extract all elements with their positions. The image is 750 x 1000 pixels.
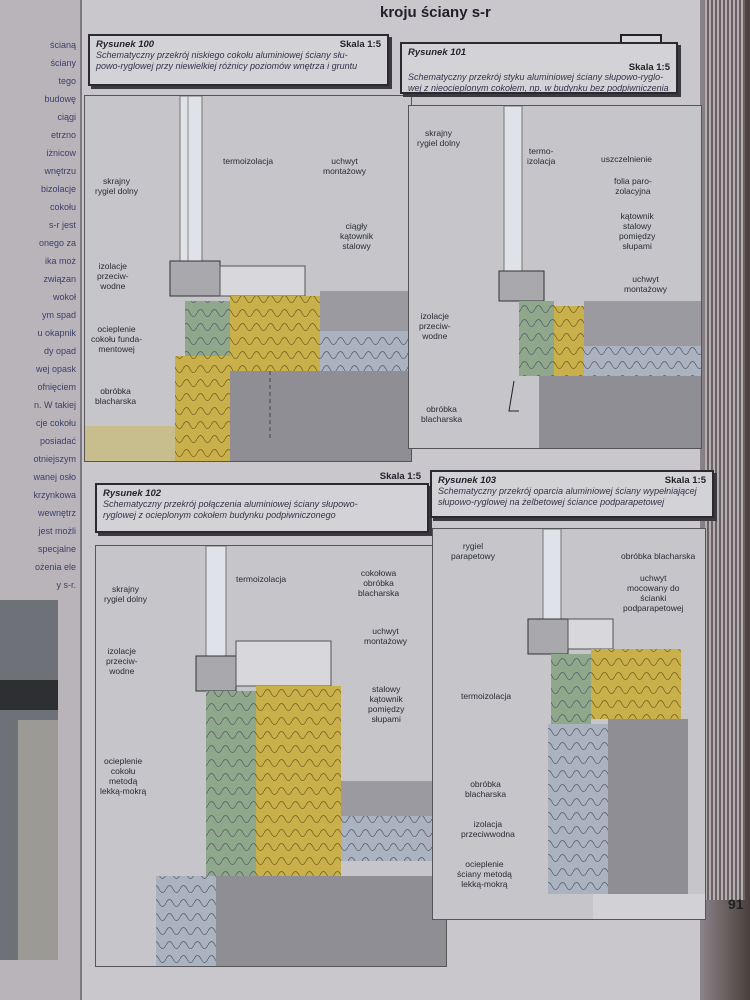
caption-r101: Rysunek 101 Skala 1:5 Schematyczny przek… <box>400 42 678 94</box>
label-izolacje: izolacje przeciw- wodne <box>97 261 129 291</box>
figure-number: Rysunek 102 <box>103 488 162 499</box>
figure-description: Schematyczny przekrój styku aluminiowej … <box>408 72 669 93</box>
left-text-line: ym spad <box>41 310 76 320</box>
page-number: 91 <box>728 896 744 912</box>
label-skrajny-rygiel: skrajny rygiel dolny <box>417 128 460 148</box>
label-katownik: stalowy kątownik pomiędzy słupami <box>368 684 405 724</box>
drawing-r100: termoizolacja uchwyt montażowy skrajny r… <box>84 95 412 462</box>
figure-number: Rysunek 103 <box>438 475 497 486</box>
left-text-line: iżnicow <box>46 148 76 158</box>
left-text-line: cokołu <box>49 202 76 212</box>
section-drawing <box>85 96 411 461</box>
left-text-line: ściany <box>50 58 76 68</box>
label-izolacja: izolacja przeciwwodna <box>461 819 515 839</box>
left-text-line: posiadać <box>39 436 76 446</box>
label-katownik: ciągły kątownik stalowy <box>340 221 374 251</box>
left-text-line: onego za <box>38 238 76 248</box>
left-text-line: związan <box>43 274 76 284</box>
left-text-line: otniejszym <box>33 454 76 464</box>
left-text-line: tego <box>58 76 76 86</box>
left-text-line: ścianą <box>49 40 76 50</box>
left-text-line: y s-r. <box>56 580 77 590</box>
label-katownik: kątownik stalowy pomiędzy słupami <box>619 211 656 251</box>
left-page-photo <box>0 600 58 960</box>
left-text-line: wnętrzu <box>44 166 76 176</box>
label-folia: folia paro- zolacyjna <box>614 176 652 196</box>
left-text-line: etrzno <box>50 130 76 140</box>
label-izolacje: izolacje przeciw- wodne <box>419 311 451 341</box>
figure-description: Schematyczny przekrój niskiego cokołu al… <box>96 50 358 71</box>
label-uchwyt: uchwyt mocowany do ścianki podparapetowe… <box>623 573 684 613</box>
figure-scale: Skala 1:5 <box>379 471 421 482</box>
left-text-line: wanej osło <box>33 472 76 482</box>
label-termoizolacja: termoizolacja <box>461 691 512 701</box>
label-uszczelnienie: uszczelnienie <box>601 154 653 164</box>
figure-number: Rysunek 101 <box>408 47 467 58</box>
left-text-line: s-r jest <box>49 220 76 230</box>
label-skrajny-rygiel: skrajny rygiel dolny <box>104 584 147 604</box>
left-text-line: ofnięciem <box>37 382 76 392</box>
label-ocieplenie: ocieplenie cokołu metodą lekką-mokrą <box>100 756 147 796</box>
label-uchwyt: uchwyt montażowy <box>323 156 366 176</box>
label-obrobka: obróbka blacharska <box>421 404 463 424</box>
left-text-line: n. W takiej <box>33 400 76 410</box>
label-uchwyt: uchwyt montażowy <box>624 274 667 294</box>
left-text-line: ika moż <box>44 256 76 266</box>
left-text-line: wewnętrz <box>37 508 76 518</box>
label-termoizolacja: termoizolacja <box>236 574 287 584</box>
figure-description: Schematyczny przekrój połączenia alumini… <box>103 499 358 520</box>
label-termoizolacja: termoizolacja <box>223 156 274 166</box>
caption-r103: Rysunek 103 Skala 1:5 Schematyczny przek… <box>430 470 714 518</box>
left-text-line: krzynkowa <box>33 490 76 500</box>
left-text-line: wokoł <box>52 292 76 302</box>
left-text-line: dy opad <box>43 346 76 356</box>
left-text-line: ożenia ele <box>34 562 76 572</box>
left-text-line: budowę <box>44 94 76 104</box>
label-cokolowa: cokołowa obróbka blacharska <box>358 568 400 598</box>
left-text-line: specjalne <box>37 544 76 554</box>
left-text-line: jest możli <box>38 526 76 536</box>
left-text-line: ciągi <box>57 112 76 122</box>
label-obrobka: obróbka blacharska <box>95 386 137 406</box>
section-drawing <box>156 546 446 966</box>
label-ocieplenie: ocieplenie ściany metodą lekką-mokrą <box>457 859 512 889</box>
caption-r100: Rysunek 100 Skala 1:5 Schematyczny przek… <box>88 34 389 86</box>
left-text-line: cje cokołu <box>35 418 76 428</box>
section-drawing <box>498 106 701 448</box>
figure-number: Rysunek 100 <box>96 39 155 50</box>
page-edges <box>705 0 745 900</box>
left-text-line: bizolacje <box>40 184 76 194</box>
figure-description: Schematyczny przekrój oparcia aluminiowe… <box>438 486 697 507</box>
figure-scale: Skala 1:5 <box>664 475 706 486</box>
label-ocieplenie: ocieplenie cokołu funda- mentowej <box>91 324 143 354</box>
label-termoizolacja: termo- izolacja <box>527 146 556 166</box>
figure-scale: Skala 1:5 <box>339 39 381 50</box>
chapter-title: kroju ściany s-r <box>380 4 491 21</box>
left-page: ścianą ściany tego budowę ciągi etrzno iżnicow… <box>0 0 82 1000</box>
section-drawing <box>527 529 705 919</box>
left-text-line: u okapnik <box>37 328 76 338</box>
label-skrajny-rygiel: skrajny rygiel dolny <box>95 176 138 196</box>
drawing-r101: skrajny rygiel dolny termo- izolacja usz… <box>408 105 702 449</box>
label-uchwyt: uchwyt montażowy <box>364 626 407 646</box>
drawing-r103: rygiel parapetowy obróbka blacharska uch… <box>432 528 706 920</box>
caption-r102: Rysunek 102 Skala 1:5 Schematyczny przek… <box>95 471 429 533</box>
left-text-line: wej opask <box>35 364 76 374</box>
label-obrobka: obróbka blacharska <box>465 779 507 799</box>
drawing-r102: termoizolacja skrajny rygiel dolny cokoł… <box>95 545 447 967</box>
figure-scale: Skala 1:5 <box>628 62 670 73</box>
label-obrobka-top: obróbka blacharska <box>621 551 696 561</box>
label-rygiel-parapetowy: rygiel parapetowy <box>451 541 495 561</box>
label-izolacje: izolacje przeciw- wodne <box>106 646 138 676</box>
